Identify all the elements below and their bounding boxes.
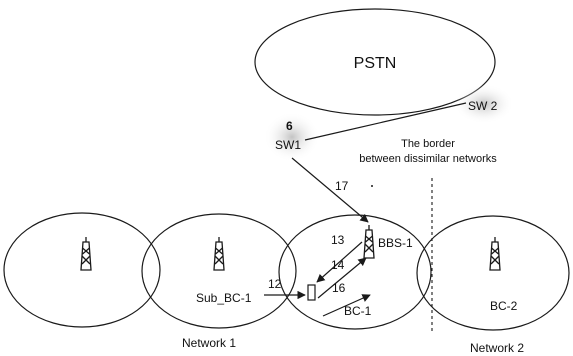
link-13-arrow: [316, 241, 363, 283]
network-1-label: Network 1: [182, 336, 236, 350]
link-14-label: 14: [331, 258, 345, 272]
cell-bc-2: [416, 215, 570, 331]
link-14-arrow: [317, 257, 367, 299]
tower-icon-sub-bc-1: [213, 237, 225, 271]
pstn-label: PSTN: [354, 55, 397, 72]
sw2-label: SW 2: [468, 99, 498, 113]
cell-left: [3, 212, 161, 328]
bc-2-label: BC-2: [490, 299, 518, 313]
bbs-1-label: BBS-1: [378, 236, 413, 250]
mobile-terminal-icon: [307, 284, 316, 301]
tower-icon-bc-2: [489, 237, 501, 271]
sw1-sw2-link: [304, 102, 467, 141]
cell-sub-bc-1: [141, 213, 297, 329]
link-17-label: 17: [335, 179, 349, 193]
link-16-label: 16: [332, 281, 346, 295]
border-label-line1: The border: [401, 138, 455, 150]
sw1-number: 6: [286, 119, 293, 133]
bc-1-label: BC-1: [344, 304, 372, 318]
sub-bc-1-label: Sub_BC-1: [196, 291, 252, 305]
sw2-halo: [454, 84, 514, 124]
link-17-arrow: [291, 157, 369, 223]
stray-dot: [371, 185, 373, 187]
sw1-label: SW1: [275, 138, 301, 152]
cell-bc-1: [278, 214, 432, 330]
link-12-label: 12: [268, 277, 282, 291]
link-16-arrow: [322, 294, 371, 317]
link-13-label: 13: [331, 233, 345, 247]
tower-icon-bbs-1: [363, 225, 375, 259]
border-label-line2: between dissimilar networks: [359, 153, 497, 165]
network-2-label: Network 2: [470, 341, 524, 355]
sw1-halo: [264, 112, 320, 162]
pstn-cloud: [254, 8, 496, 116]
tower-icon-left: [80, 237, 92, 271]
